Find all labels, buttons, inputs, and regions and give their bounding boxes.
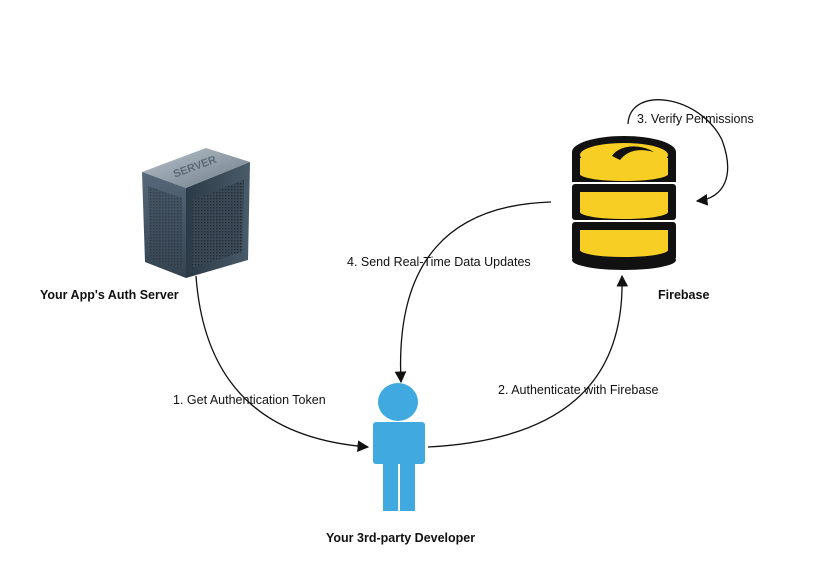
edge-send-updates-label: 4. Send Real-Time Data Updates bbox=[347, 255, 531, 269]
edge-get-token-label: 1. Get Authentication Token bbox=[173, 393, 326, 407]
edge-get-token-arrow bbox=[195, 275, 370, 452]
edge-send-updates-arrow bbox=[394, 201, 552, 384]
person-icon bbox=[373, 383, 425, 511]
edge-verify-permissions-arrow bbox=[627, 99, 729, 206]
edge-verify-permissions-label: 3. Verify Permissions bbox=[637, 112, 754, 126]
edge-authenticate-label: 2. Authenticate with Firebase bbox=[498, 383, 659, 397]
firebase-label: Firebase bbox=[658, 288, 710, 302]
auth-server-label: Your App's Auth Server bbox=[40, 288, 179, 302]
server-icon: SERVER bbox=[142, 148, 250, 278]
developer-label: Your 3rd-party Developer bbox=[326, 531, 476, 545]
edge-authenticate-arrow bbox=[427, 274, 629, 448]
database-icon bbox=[572, 136, 676, 270]
